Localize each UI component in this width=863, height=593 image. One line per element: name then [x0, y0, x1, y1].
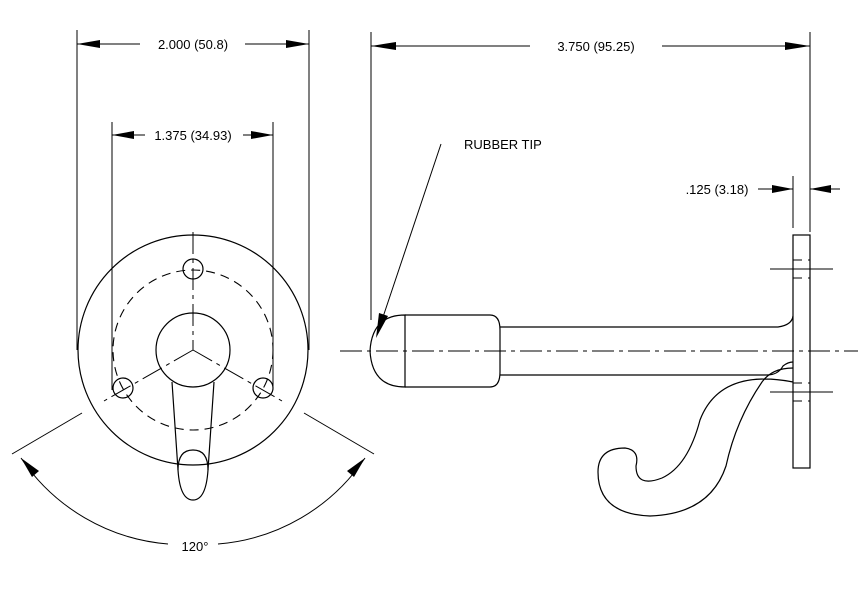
dimension-label-plate-thickness: .125 (3.18): [686, 182, 749, 197]
mounting-plate: [792, 234, 811, 469]
hook-profile: [597, 367, 794, 517]
arrowhead: [286, 40, 309, 48]
dimension-overall-length: 3.750 (95.25): [370, 32, 811, 320]
arrowhead: [347, 458, 365, 477]
arrowhead: [112, 131, 134, 139]
hole-centerline-left: [103, 349, 194, 402]
arrowhead: [772, 185, 793, 193]
hook-arm-front: [171, 381, 215, 501]
arrowhead: [21, 458, 39, 477]
arrowhead: [77, 40, 100, 48]
dimension-plate-thickness: .125 (3.18): [686, 176, 840, 228]
side-view: [340, 234, 858, 517]
mounting-hole-right: [252, 377, 274, 399]
hook-tip-front: [177, 449, 209, 471]
dimension-label-overall-length: 3.750 (95.25): [557, 39, 634, 54]
rubber-tip: [369, 314, 406, 388]
callout-rubber-tip: RUBBER TIP: [376, 137, 542, 338]
bumper-body: [405, 314, 501, 388]
arm-lower-edge: [500, 361, 794, 376]
callout-label-rubber-tip: RUBBER TIP: [464, 137, 542, 152]
hole-centerline-right: [192, 349, 283, 402]
arrowhead: [376, 313, 388, 338]
arrowhead: [251, 131, 273, 139]
dimension-angle: 120°: [11, 412, 375, 554]
front-view: [77, 232, 309, 501]
mounting-hole-left: [112, 377, 134, 399]
arrowhead: [371, 42, 396, 50]
dimension-label-overall-width: 2.000 (50.8): [158, 37, 228, 52]
arrowhead: [810, 185, 831, 193]
dimension-hole-spacing: 1.375 (34.93): [111, 122, 274, 390]
dimension-overall-width: 2.000 (50.8): [76, 30, 310, 350]
arrowhead: [785, 42, 810, 50]
dimension-label-hole-spacing: 1.375 (34.93): [154, 128, 231, 143]
arm-upper-edge: [500, 315, 794, 328]
dimension-label-angle: 120°: [182, 539, 209, 554]
